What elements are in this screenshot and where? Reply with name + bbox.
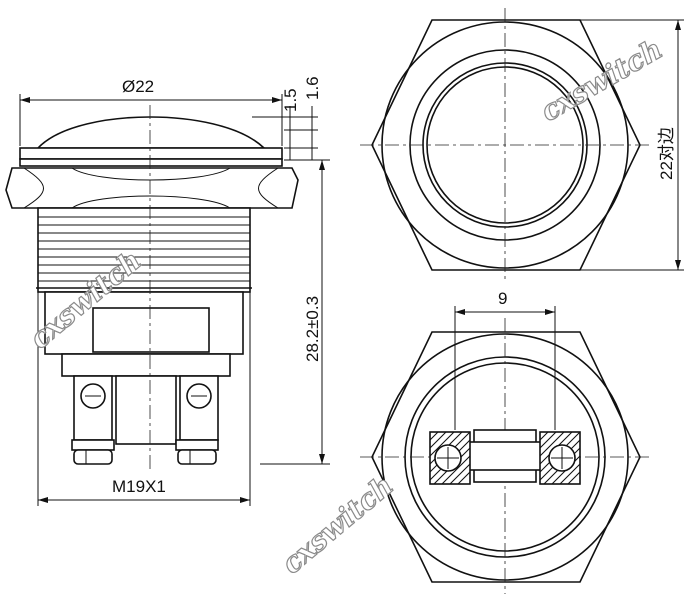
dim-terminal-spacing: 9 bbox=[498, 289, 507, 308]
hex-nut bbox=[5, 167, 299, 209]
dim-diameter: Ø22 bbox=[122, 77, 154, 96]
bezel-ring bbox=[19, 147, 283, 160]
dim-across-flats: 22对边 bbox=[657, 127, 676, 180]
bottom-view: 9 bbox=[360, 289, 650, 594]
dim-total-length: 28.2±0.3 bbox=[303, 296, 322, 362]
dim-cap-height: 1.5 bbox=[281, 88, 300, 112]
side-view bbox=[5, 105, 299, 470]
watermark-bottom: cxswitch bbox=[275, 469, 399, 581]
dim-thread: M19X1 bbox=[112, 477, 166, 496]
dome-cap bbox=[36, 116, 266, 149]
dim-bezel-height: 1.6 bbox=[303, 76, 322, 100]
side-dimensions: Ø22 1.5 1.6 28.2±0.3 M19X1 bbox=[19, 76, 330, 506]
top-view: 22对边 bbox=[360, 8, 684, 282]
threaded-body bbox=[37, 207, 251, 293]
